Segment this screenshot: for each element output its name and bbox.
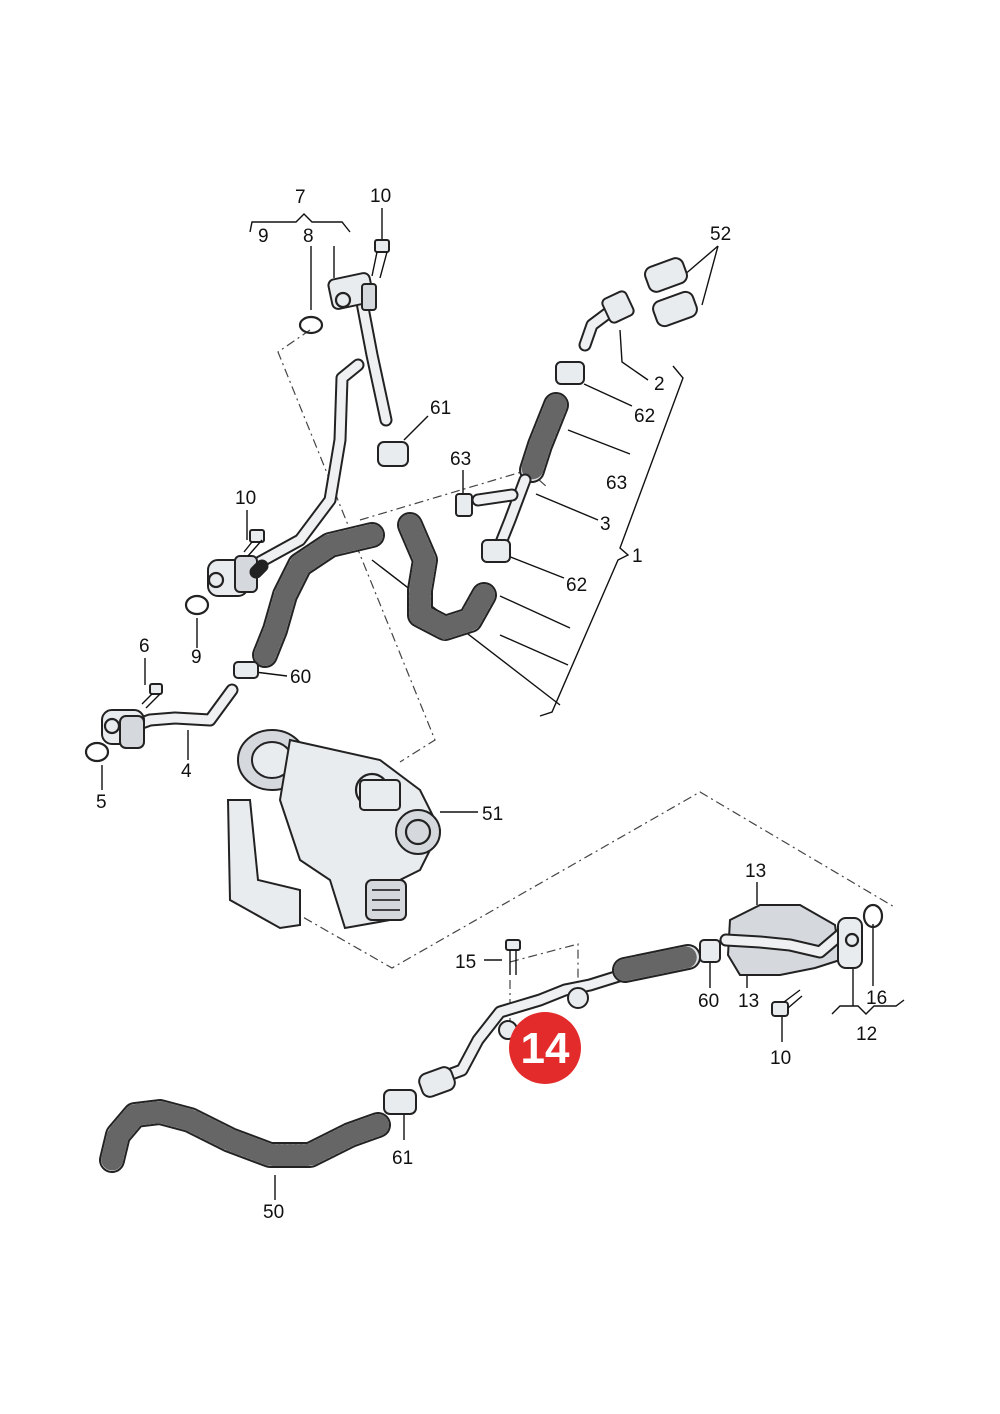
- seal-ring-5: [84, 741, 110, 763]
- callout-labels: 7 9 8 10 52 61 2 62 63 63 10 3 1 62 9 6 …: [96, 186, 887, 1223]
- callout-3[interactable]: 3: [600, 514, 611, 535]
- callout-1[interactable]: 1: [632, 546, 643, 567]
- callout-4[interactable]: 4: [181, 761, 192, 782]
- t-piece-3: [471, 473, 532, 552]
- callout-2[interactable]: 2: [654, 374, 665, 395]
- seal-ring-16: [862, 903, 884, 929]
- pipe-end-connector: [418, 1066, 456, 1098]
- callout-9-lower[interactable]: 9: [191, 647, 202, 668]
- highlight-badge-14[interactable]: 14: [509, 1012, 581, 1084]
- callout-9-upper[interactable]: 9: [258, 226, 269, 247]
- highlight-badge-circle: [509, 1012, 581, 1084]
- callout-5[interactable]: 5: [96, 792, 107, 813]
- parts: [84, 239, 884, 1173]
- callout-13-lower[interactable]: 13: [738, 991, 759, 1012]
- coolant-hose-upper: [252, 522, 385, 668]
- callout-62-upper[interactable]: 62: [634, 406, 655, 427]
- hose-clip-61-upper: [377, 441, 409, 467]
- callout-61-upper[interactable]: 61: [430, 398, 451, 419]
- callout-15[interactable]: 15: [455, 952, 476, 973]
- callout-52[interactable]: 52: [710, 224, 731, 245]
- callout-12[interactable]: 12: [856, 1024, 877, 1045]
- hose-clip-62-lower: [481, 539, 511, 563]
- highlight-badge-label: 14: [521, 1024, 570, 1073]
- callout-60-lower[interactable]: 60: [698, 991, 719, 1012]
- bolt-15: [505, 939, 521, 975]
- leader-lines: [101, 208, 905, 1200]
- elbow-connector: [578, 290, 635, 352]
- hose-clip-62-upper: [555, 361, 585, 385]
- callout-61-lower[interactable]: 61: [392, 1148, 413, 1169]
- hose-clip-60-lower: [699, 939, 721, 963]
- seal-ring-9: [184, 594, 210, 616]
- hose-clip-60-upper: [233, 661, 259, 679]
- callout-10-mid[interactable]: 10: [235, 488, 256, 509]
- callout-63-right[interactable]: 63: [606, 473, 627, 494]
- oil-feed-pipe-upper: [253, 272, 393, 569]
- callout-50[interactable]: 50: [263, 1202, 284, 1223]
- callout-16[interactable]: 16: [866, 988, 887, 1009]
- seal-ring-8: [298, 315, 324, 335]
- callout-6[interactable]: 6: [139, 636, 150, 657]
- hose-clip-61-lower: [383, 1089, 417, 1115]
- callout-51[interactable]: 51: [482, 804, 503, 825]
- callout-8[interactable]: 8: [303, 226, 314, 247]
- hose-clip-63: [455, 493, 473, 517]
- callout-10-lower[interactable]: 10: [770, 1048, 791, 1069]
- bolt-mid: [243, 529, 265, 557]
- callout-60-upper[interactable]: 60: [290, 667, 311, 688]
- callout-10-top[interactable]: 10: [370, 186, 391, 207]
- pipe-flange-mid: [207, 555, 269, 597]
- bolt-lower: [771, 989, 803, 1017]
- coolant-hose-assembly-1: [397, 392, 569, 641]
- plug-caps-52: [644, 257, 698, 328]
- bolt-6: [141, 683, 163, 709]
- callout-13-upper[interactable]: 13: [745, 861, 766, 882]
- pipe-4: [101, 683, 239, 749]
- turbocharger-51: [226, 729, 442, 930]
- callout-62-lower[interactable]: 62: [566, 575, 587, 596]
- coolant-hose-50: [99, 1099, 391, 1173]
- callout-63-left[interactable]: 63: [450, 449, 471, 470]
- hose-sleeve-14: [612, 944, 701, 983]
- bolt-top: [371, 239, 390, 279]
- callout-7[interactable]: 7: [295, 187, 306, 208]
